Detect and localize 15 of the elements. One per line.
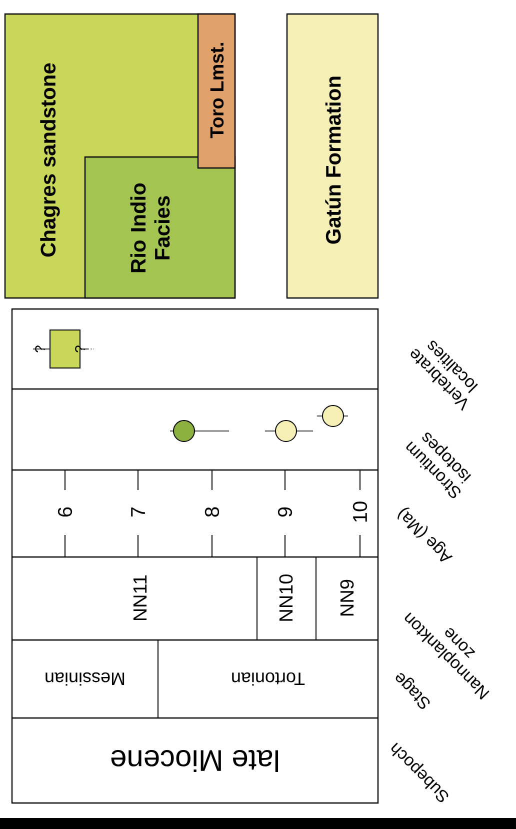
table-cell: NN11	[133, 575, 147, 620]
table-cell: Tortonian	[232, 672, 305, 686]
table-cell: NN9	[340, 580, 354, 616]
question-mark: ?	[35, 346, 45, 352]
table-cell: late Miocene	[111, 750, 278, 772]
facies-box: Rio Indio Facies	[84, 156, 236, 299]
tick-label: 9	[278, 507, 292, 517]
tick-label: 10	[352, 502, 368, 522]
formation-box: Gatún Formation	[286, 13, 379, 299]
table-cell: Messinian	[46, 672, 124, 686]
tick-label: 6	[58, 507, 72, 517]
tick-label: 8	[204, 507, 220, 517]
table-cell: NN10	[279, 574, 293, 621]
tick-label: 7	[131, 507, 145, 517]
formation-box: Toro Lmst.	[197, 13, 236, 169]
